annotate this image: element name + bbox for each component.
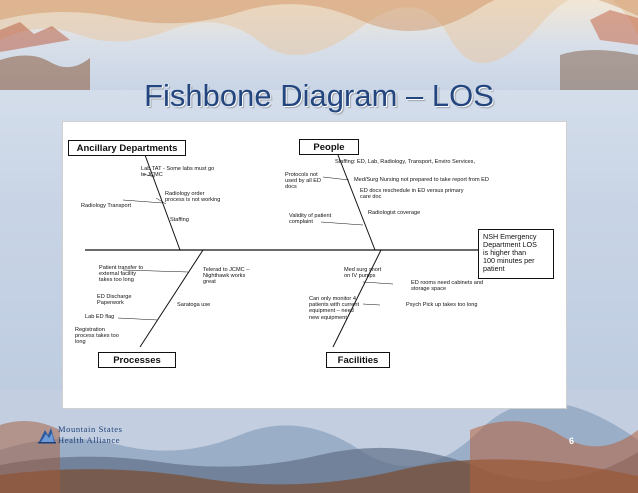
page-number: 6 (569, 436, 575, 446)
cause-label: Radiology Transport (81, 203, 132, 209)
cause-label: Lab ED flag (85, 314, 115, 320)
cause-label: Radiology order process is not working (165, 191, 221, 204)
category-box-ancillary: Ancillary Departments (68, 140, 186, 156)
logo-text-line1: Mountain States (58, 424, 123, 434)
cause-label: Med/Surg Nursing not prepared to take re… (354, 177, 489, 183)
cause-label: Protocols not used by all ED docs (285, 172, 322, 191)
cause-label: Registration process takes too long (75, 327, 119, 346)
cause-label: Radiologist coverage (368, 210, 421, 216)
cause-label: Saratoga use (177, 302, 211, 308)
cause-label: Patient transfer to external facility ta… (99, 265, 144, 284)
cause-label: ED docs reschedule in ED versus primary … (360, 188, 464, 201)
cause-label: Can only monitor 4 patients with current… (309, 296, 360, 321)
cause-label: Lab TAT - Some labs must go to JCMC (141, 166, 215, 179)
cause-label: Staffing: ED, Lab, Radiology, Transport,… (335, 159, 476, 165)
organization-logo: Mountain States Health Alliance (38, 420, 168, 450)
cause-label: Med surg short on IV pumps (344, 267, 382, 280)
bone-processes (139, 249, 204, 348)
cause-label: Staffing (170, 217, 189, 223)
bone-people (337, 154, 376, 251)
category-box-people: People (299, 139, 359, 155)
cause-label: Psych Pick up takes too long (406, 302, 478, 308)
category-box-facilities: Facilities (326, 352, 390, 368)
effect-box: NSH Emergency Department LOS is higher t… (478, 229, 554, 279)
logo-text-line2: Health Alliance (58, 435, 121, 445)
bone-facilities (332, 249, 382, 348)
category-box-processes: Processes (98, 352, 176, 368)
fishbone-diagram: Ancillary Departments People Processes F… (62, 121, 567, 409)
bone-ancillary (144, 154, 181, 251)
mountain-header-image (0, 0, 638, 90)
cause-label: Telerad to JCMC – Nighthawk works great (203, 267, 250, 286)
cause-label: ED Discharge Paperwork (97, 294, 132, 307)
cause-label: ED rooms need cabinets and storage space (411, 280, 484, 293)
cause-label: Validity of patient complaint (289, 213, 332, 226)
mountain-logo-icon (38, 428, 56, 444)
slide-title: Fishbone Diagram – LOS (144, 78, 494, 113)
